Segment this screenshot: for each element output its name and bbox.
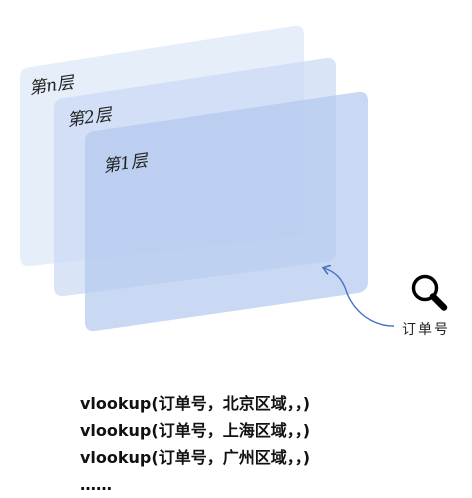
magnifier-icon bbox=[411, 274, 448, 311]
layer-1-panel bbox=[85, 91, 368, 332]
formula-line: vlookup(订单号，上海区域，，) bbox=[80, 421, 311, 440]
layers-diagram: 第n层 第2层 第1层 订单号 bbox=[20, 25, 450, 338]
formula-list: vlookup(订单号，北京区域，，) vlookup(订单号，上海区域，，) … bbox=[80, 390, 460, 498]
formula-line: vlookup(订单号，广州区域，，) bbox=[80, 448, 311, 467]
formula-ellipsis: …… bbox=[80, 475, 112, 494]
search-caption: 订单号 bbox=[402, 322, 450, 338]
formula-line: vlookup(订单号，北京区域，，) bbox=[80, 394, 311, 413]
lookup-arrow bbox=[324, 268, 395, 327]
layer-1: 第1层 bbox=[85, 91, 368, 332]
